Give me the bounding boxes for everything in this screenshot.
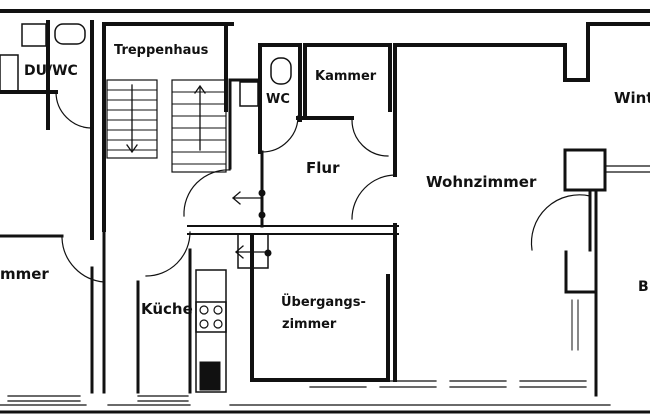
wc-bowl [270, 57, 292, 85]
bottom-windows [7, 380, 587, 402]
du-door-swing [55, 91, 93, 129]
room-label-treppenhaus: Treppenhaus [114, 43, 209, 58]
du-wc-walls [0, 20, 94, 240]
wc-basin [239, 81, 259, 107]
right-door-swing [530, 194, 591, 251]
stove [195, 301, 227, 333]
room-label-flur: Flur [306, 159, 340, 177]
right-wall-marks [571, 299, 579, 351]
room-label-kammer: Kammer [315, 69, 377, 84]
shower-tray [21, 23, 47, 47]
wohnzimmer-door-swing [351, 174, 396, 220]
stove-burner-1 [199, 305, 209, 315]
du-box [0, 54, 19, 92]
room-label-wc: WC [266, 92, 290, 107]
stair-arrow-up [194, 84, 206, 151]
flur-arrow-1 [232, 191, 263, 205]
wc-bowl-du [54, 23, 86, 45]
flur-arrow-1-dot [258, 189, 266, 197]
stair-treads [106, 89, 227, 165]
fridge [199, 361, 221, 391]
room-label-uebergang-1: Übergangs- [281, 295, 366, 310]
room-label-uebergang-2: zimmer [282, 317, 337, 332]
flur-left-walls [228, 108, 264, 228]
room-label-du-wc: DU/WC [24, 63, 78, 79]
room-label-zimmer-left: mmer [0, 265, 49, 283]
stove-burner-4 [213, 319, 223, 329]
uebergang-walls [250, 234, 390, 382]
left-zimmer-walls [0, 234, 94, 394]
right-vertical-walls [564, 188, 598, 397]
room-label-bad: B [638, 279, 649, 295]
flur-arrow-1-dot-2 [258, 211, 266, 219]
winter-window [604, 165, 650, 173]
room-label-kueche: Küche [141, 300, 193, 318]
kammer-door-swing [351, 119, 389, 157]
wc-left-wall [228, 78, 260, 112]
kueche-door-swing-2 [145, 231, 191, 277]
room-label-winter: Wint [614, 89, 650, 107]
wohnzimmer-walls [393, 22, 650, 382]
stairs-right [171, 79, 227, 173]
stove-burner-2 [213, 305, 223, 315]
right-walls [563, 148, 607, 192]
stair-arrow-down [126, 84, 138, 154]
flur-door-swing-left [183, 169, 231, 217]
room-label-wohnzimmer: Wohnzimmer [426, 173, 537, 191]
kueche-door-swing [61, 237, 105, 283]
stove-burner-3 [199, 319, 209, 329]
wc-door-swing [261, 115, 299, 153]
flur-bottom-wall [187, 225, 399, 235]
stairs-left [106, 79, 158, 159]
kammer-walls [296, 43, 392, 120]
wc-walls [258, 43, 302, 154]
kueche-walls [102, 228, 192, 394]
